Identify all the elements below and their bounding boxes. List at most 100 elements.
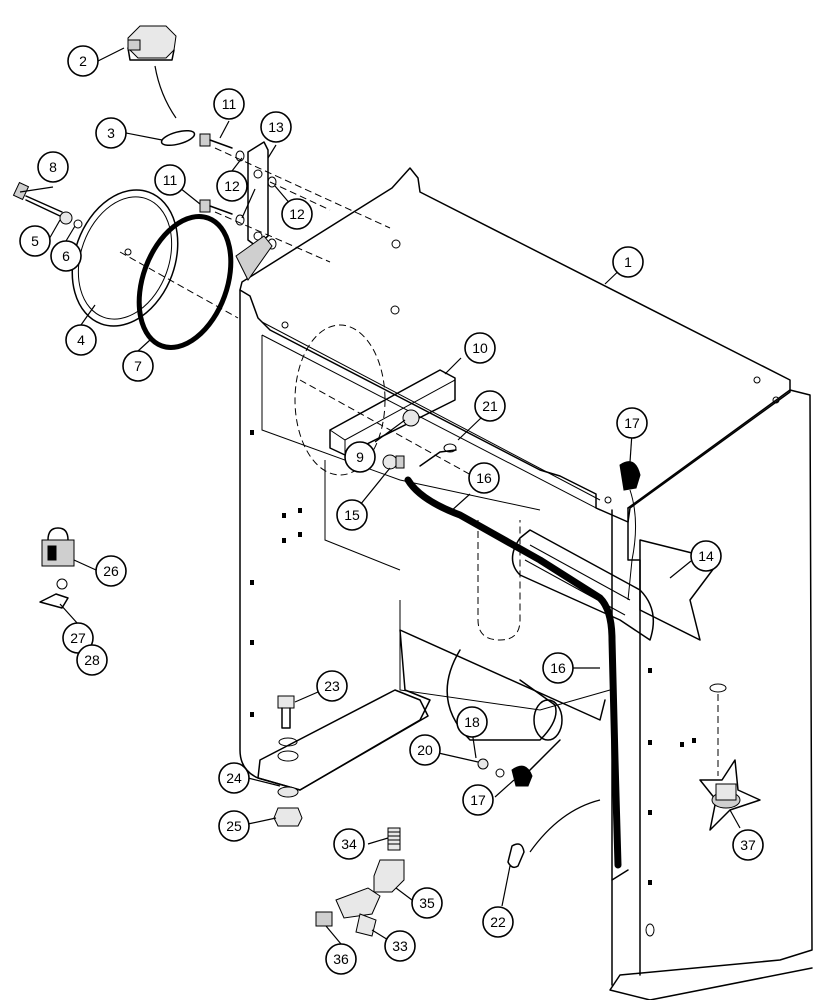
part-16-hose-lower — [611, 869, 629, 881]
callout-22: 22 — [482, 906, 514, 938]
callout-17-upper: 17 — [616, 407, 648, 439]
svg-text:23: 23 — [324, 678, 340, 694]
callout-13: 13 — [260, 111, 292, 143]
part-17-clamp-upper — [619, 461, 641, 601]
callout-12-upper: 12 — [216, 170, 248, 202]
svg-text:1: 1 — [624, 254, 632, 270]
callout-2: 2 — [67, 45, 99, 77]
callout-25: 25 — [218, 810, 250, 842]
callout-16-upper: 16 — [468, 462, 500, 494]
part-7-gasket-ring — [136, 214, 234, 350]
part-37-cap — [699, 683, 761, 831]
part-13-bracket — [235, 141, 273, 281]
callout-8: 8 — [37, 151, 69, 183]
svg-text:25: 25 — [226, 818, 242, 834]
callout-34: 34 — [333, 828, 365, 860]
housing-bottom-flange — [257, 689, 429, 791]
callout-11-lower: 11 — [154, 164, 186, 196]
svg-text:17: 17 — [470, 792, 486, 808]
part-2-cap — [127, 25, 177, 119]
part-33-tee — [335, 887, 381, 937]
callout-10: 10 — [464, 332, 496, 364]
svg-text:6: 6 — [62, 248, 70, 264]
housing-assembly — [239, 167, 813, 1000]
svg-text:37: 37 — [740, 837, 756, 853]
svg-text:8: 8 — [49, 159, 57, 175]
callout-9: 9 — [344, 441, 376, 473]
callout-18: 18 — [456, 706, 488, 738]
callout-7: 7 — [122, 350, 154, 382]
svg-text:33: 33 — [392, 938, 408, 954]
housing-left-panel — [239, 289, 606, 791]
svg-text:9: 9 — [356, 449, 364, 465]
svg-text:17: 17 — [624, 415, 640, 431]
svg-text:14: 14 — [698, 548, 714, 564]
part-36-plug — [315, 911, 333, 927]
part-4-cover — [71, 189, 179, 327]
part-35-elbow — [373, 859, 405, 893]
part-21-clip — [443, 443, 457, 453]
svg-text:35: 35 — [419, 895, 435, 911]
svg-text:27: 27 — [70, 630, 86, 646]
part-20-nut — [477, 758, 489, 770]
part-12-washer-b — [235, 214, 245, 226]
svg-text:34: 34 — [341, 836, 357, 852]
svg-text:12: 12 — [289, 206, 305, 222]
callout-28: 28 — [76, 644, 108, 676]
outlet-duct — [446, 649, 557, 741]
callout-26: 26 — [95, 555, 127, 587]
svg-text:21: 21 — [482, 398, 498, 414]
callout-4: 4 — [65, 324, 97, 356]
part-23-bolt — [277, 695, 295, 729]
svg-text:16: 16 — [476, 470, 492, 486]
svg-text:15: 15 — [344, 507, 360, 523]
svg-text:5: 5 — [31, 233, 39, 249]
svg-text:11: 11 — [222, 96, 237, 112]
callout-24: 24 — [218, 762, 250, 794]
svg-text:24: 24 — [226, 770, 242, 786]
svg-text:13: 13 — [268, 119, 284, 135]
callout-20: 20 — [409, 734, 441, 766]
air-cleaner-assembly — [294, 324, 721, 741]
svg-text:18: 18 — [464, 714, 480, 730]
part-11-bolt-lower — [199, 199, 233, 215]
housing-right-panel — [609, 389, 813, 1000]
part-22-clip — [507, 799, 601, 869]
callout-14: 14 — [690, 540, 722, 572]
callout-12-lower: 12 — [281, 198, 313, 230]
part-11-bolt-upper — [199, 133, 233, 149]
part-17-clamp-lower — [511, 765, 533, 787]
part-16-hose — [404, 476, 622, 869]
callout-16-lower: 16 — [542, 652, 574, 684]
svg-text:11: 11 — [163, 172, 178, 188]
svg-text:2: 2 — [79, 53, 87, 69]
callout-21: 21 — [474, 390, 506, 422]
svg-text:36: 36 — [333, 951, 349, 967]
part-18-washer — [495, 768, 505, 778]
part-24-washer — [277, 786, 299, 798]
part-25-nut — [273, 807, 303, 827]
housing-top-panel — [239, 167, 791, 523]
part-9-nut — [402, 409, 420, 427]
svg-text:20: 20 — [417, 742, 433, 758]
callout-37: 37 — [732, 829, 764, 861]
callout-6: 6 — [50, 240, 82, 272]
svg-text:7: 7 — [134, 358, 142, 374]
svg-text:3: 3 — [107, 125, 115, 141]
part-3-oring — [160, 129, 196, 147]
callout-36: 36 — [325, 943, 357, 975]
svg-text:26: 26 — [103, 563, 119, 579]
part-8-bolt — [12, 181, 63, 217]
callout-17-lower: 17 — [462, 784, 494, 816]
callout-33: 33 — [384, 930, 416, 962]
svg-text:4: 4 — [77, 332, 85, 348]
part-10-bar — [329, 369, 456, 456]
part-27-key — [39, 578, 69, 609]
svg-text:22: 22 — [490, 914, 506, 930]
svg-text:16: 16 — [550, 660, 566, 676]
callout-15: 15 — [336, 499, 368, 531]
part-6-washer — [73, 219, 83, 229]
callout-5: 5 — [19, 225, 51, 257]
callout-1: 1 — [612, 246, 644, 278]
